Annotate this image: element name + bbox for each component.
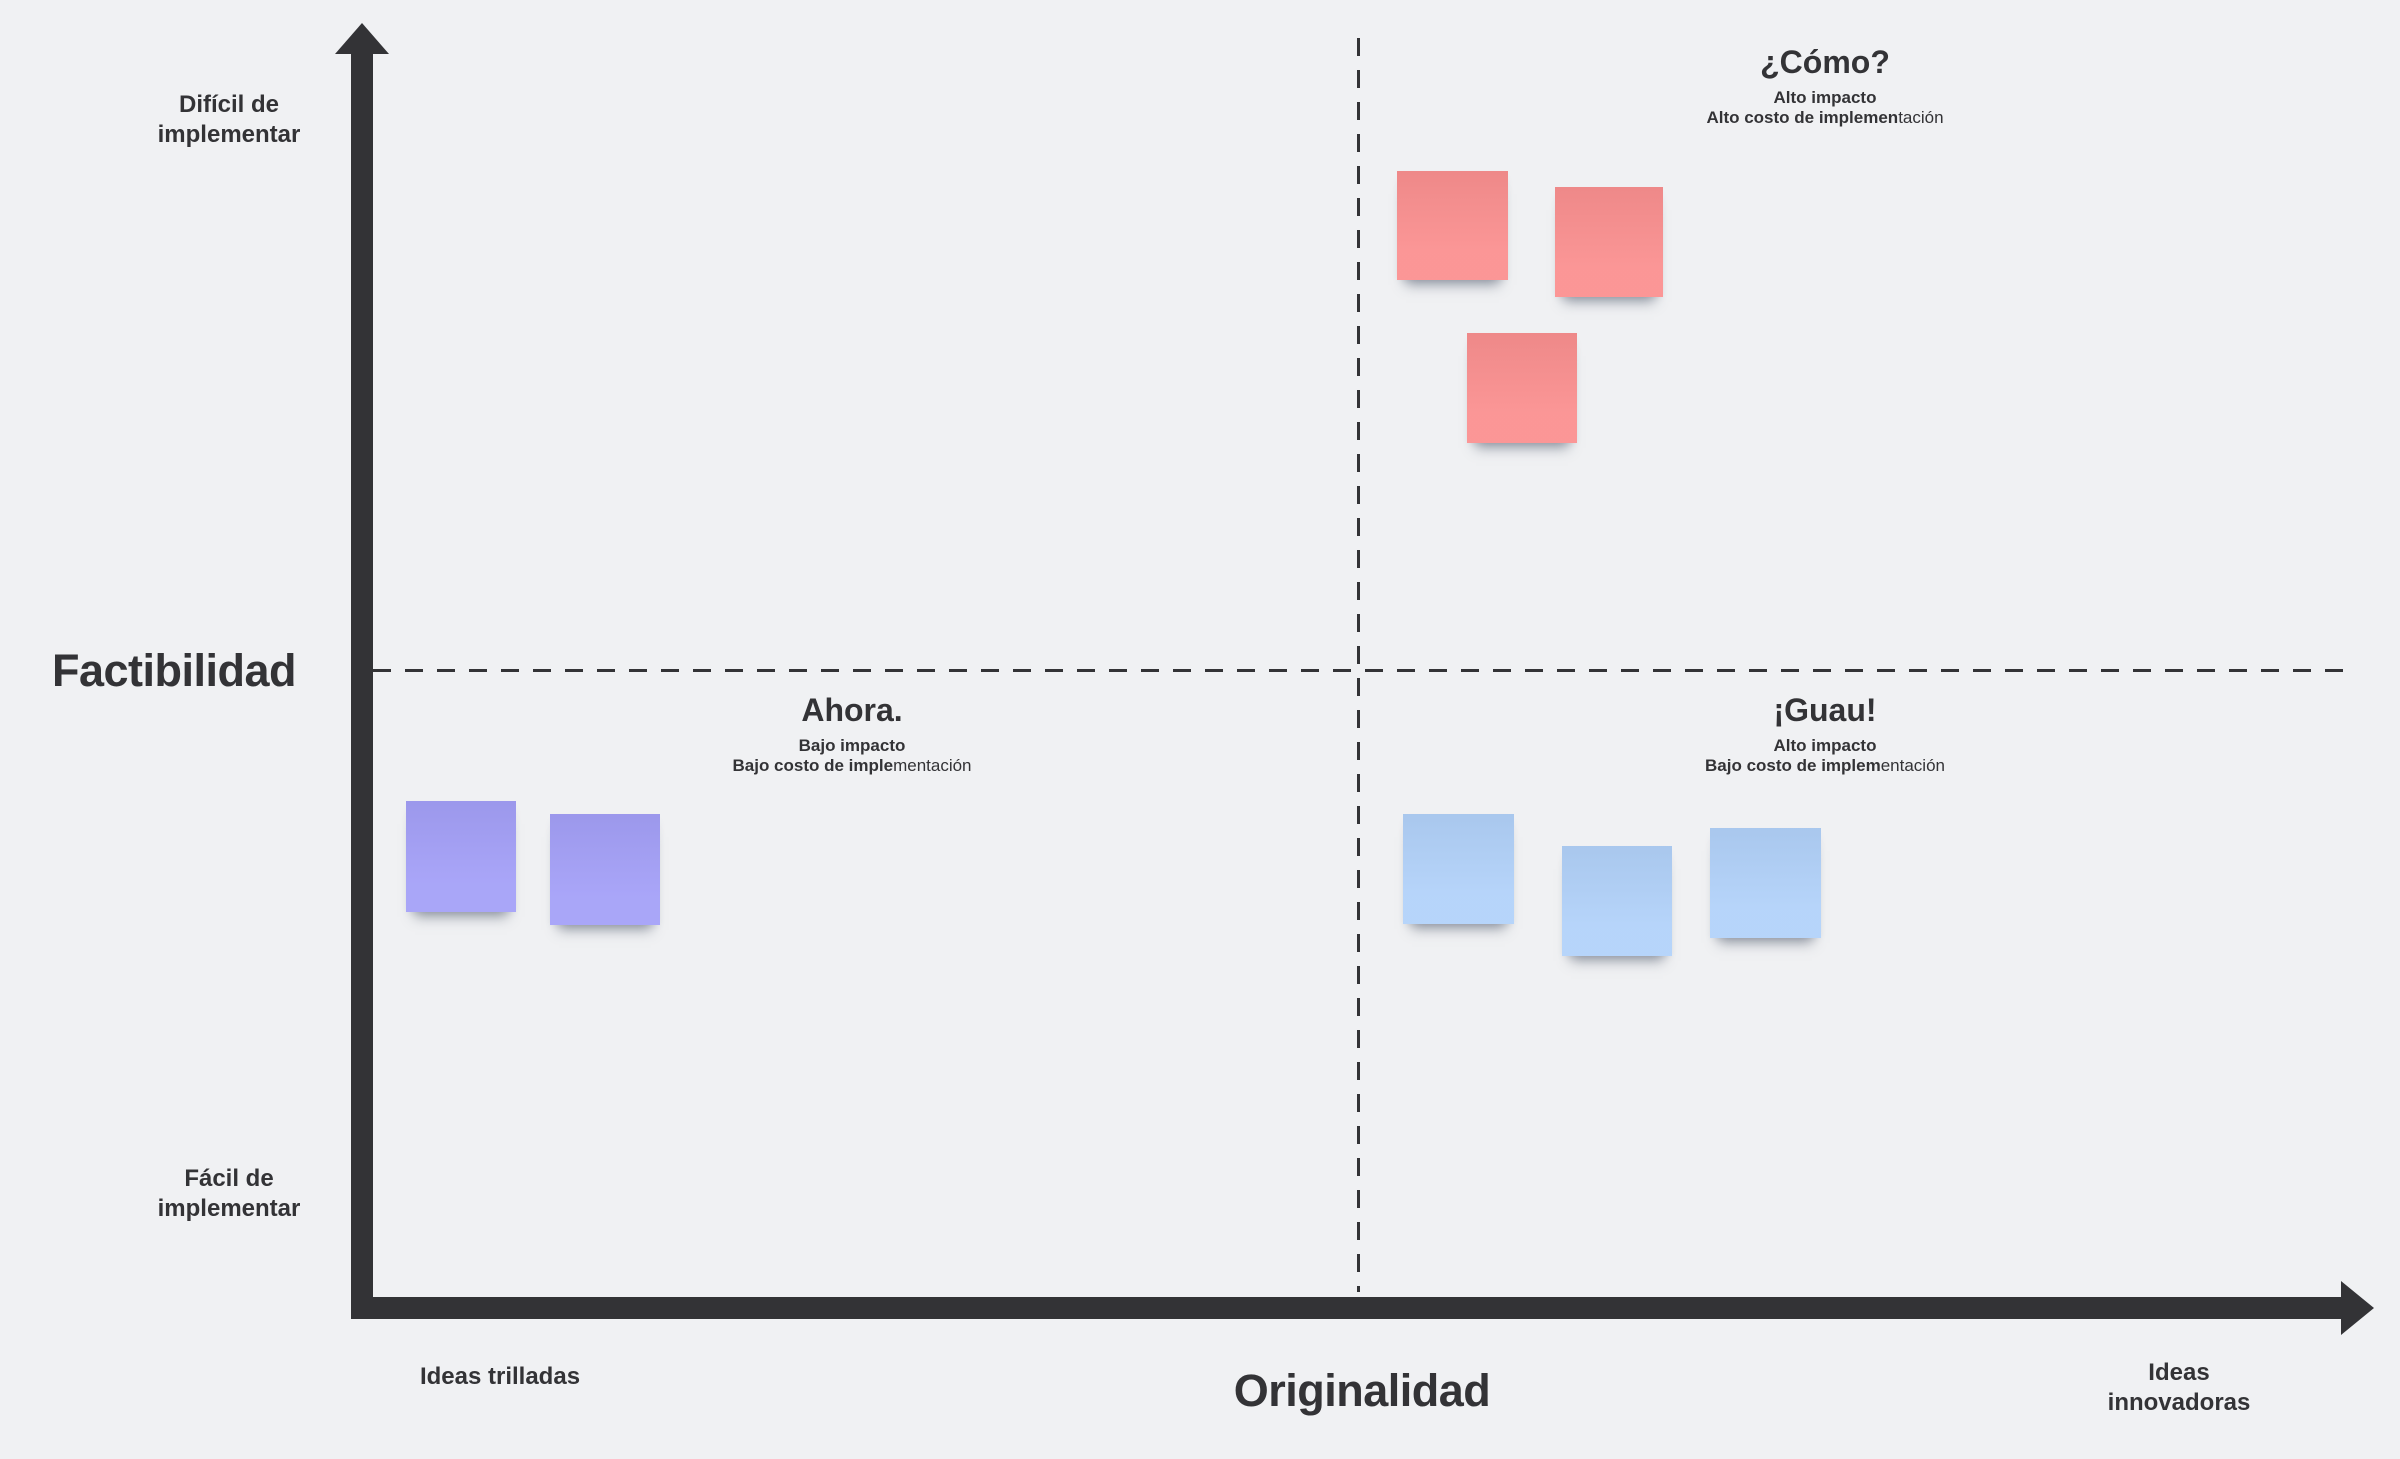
quadrant-subtitle-cost-bold: Bajo costo de imple: [732, 755, 894, 775]
vertical-divider-dashed-line: [1357, 38, 1360, 1292]
quadrant-subtitle-cost-bold: Alto costo de implemen: [1706, 107, 1899, 127]
quadrant-subtitle-cost: Bajo costo de implementación: [1705, 756, 1945, 776]
sticky-note-blue-3[interactable]: [1710, 828, 1821, 938]
quadrant-subtitle-cost-bold: Bajo costo de implem: [1705, 755, 1881, 775]
x-axis-left-label: Ideas trilladas: [419, 1363, 581, 1390]
y-axis-top-label: Difícil de implementar: [157, 91, 301, 149]
sticky-note-purple-2[interactable]: [550, 814, 660, 925]
sticky-note-purple-1[interactable]: [406, 801, 516, 912]
y-axis-bottom-label: Fácil de implementar: [157, 1165, 301, 1223]
quadrant-title: Ahora.: [801, 692, 903, 728]
y-axis-arrow-up-icon: [335, 23, 389, 54]
quadrant-title: ¡Guau!: [1773, 692, 1877, 728]
quadrant-label-how: ¿Cómo? Alto impacto Alto costo de implem…: [1706, 44, 1943, 127]
x-axis-right-label: Ideas innovadoras: [2107, 1359, 2251, 1417]
sticky-note-red-2[interactable]: [1555, 187, 1663, 297]
sticky-note-red-1[interactable]: [1397, 171, 1508, 280]
sticky-note-red-3[interactable]: [1467, 333, 1577, 443]
x-axis-line: [351, 1297, 2343, 1319]
y-axis-line: [351, 44, 373, 1319]
quadrant-subtitle-impact: Bajo impacto: [798, 735, 906, 755]
sticky-note-blue-1[interactable]: [1403, 814, 1514, 924]
y-axis-title: Factibilidad: [52, 645, 297, 696]
quadrant-subtitle-cost: Alto costo de implementación: [1706, 108, 1943, 128]
sticky-note-blue-2[interactable]: [1562, 846, 1672, 956]
quadrant-subtitle-cost-rest: tación: [1898, 107, 1944, 127]
x-axis-title: Originalidad: [1233, 1365, 1491, 1416]
quadrant-subtitle-cost-rest: mentación: [893, 755, 972, 775]
quadrant-subtitle-impact: Alto impacto: [1773, 87, 1877, 107]
quadrant-title: ¿Cómo?: [1760, 44, 1890, 80]
quadrant-label-now: Ahora. Bajo impacto Bajo costo de implem…: [732, 692, 971, 775]
quadrant-subtitle-cost: Bajo costo de implementación: [732, 756, 971, 776]
quadrant-subtitle-impact: Alto impacto: [1773, 735, 1877, 755]
quadrant-subtitle-cost-rest: entación: [1880, 755, 1945, 775]
quadrant-label-wow: ¡Guau! Alto impacto Bajo costo de implem…: [1705, 692, 1945, 775]
x-axis-arrow-right-icon: [2341, 1281, 2374, 1335]
